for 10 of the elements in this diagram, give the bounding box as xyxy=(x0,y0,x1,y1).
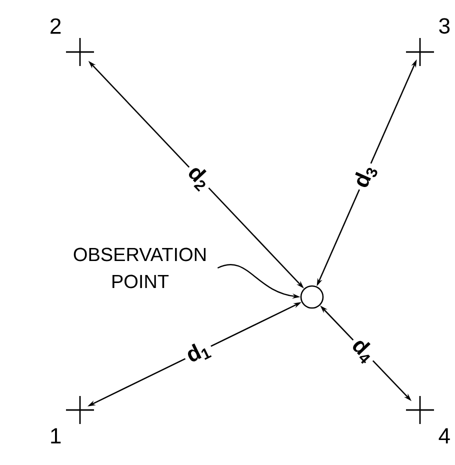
distance-label: d$_{4}$ xyxy=(344,331,382,370)
grid-point: 3 xyxy=(405,18,450,67)
distance-label: d$_{2}$ xyxy=(180,158,218,197)
grid-point: 4 xyxy=(405,395,450,444)
distance-label: d$_{1}$ xyxy=(180,334,216,370)
distance-label: d$_{3}$ xyxy=(348,158,383,195)
observation-circle xyxy=(300,285,324,309)
grid-point: 2 xyxy=(50,18,95,67)
grid-point: 1 xyxy=(51,395,95,444)
observation-label: OBSERVATION POINT xyxy=(74,248,206,288)
